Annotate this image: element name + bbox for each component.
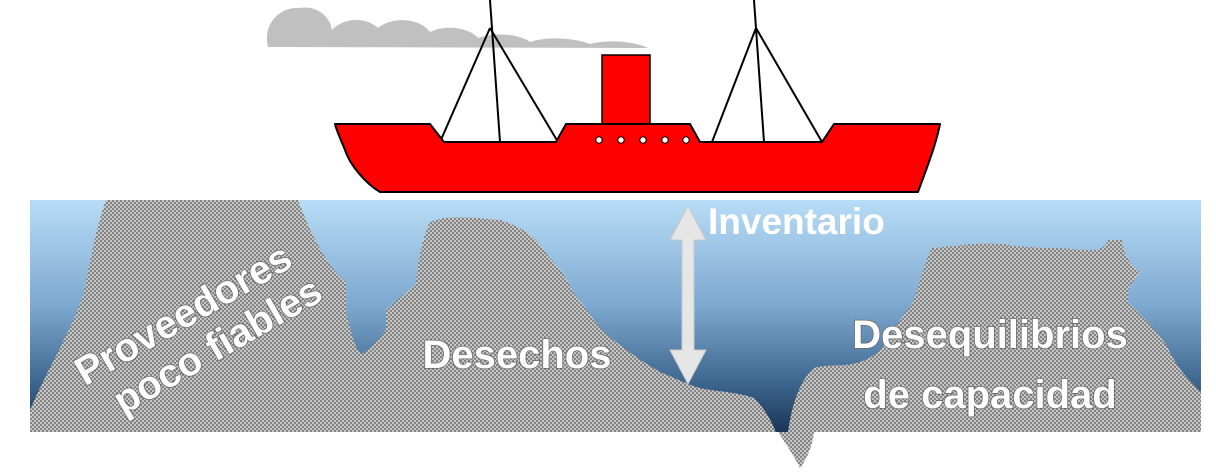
rock-unreliable-suppliers xyxy=(30,200,412,432)
ship-rigging xyxy=(439,0,823,143)
ship-portholes xyxy=(595,136,690,144)
rock-capacity-imbalances xyxy=(788,240,1201,432)
rock-waste xyxy=(386,217,776,432)
ship-hull xyxy=(334,123,941,193)
label-capacity-imbalances-line2: de capacidad xyxy=(863,373,1116,417)
inventory-level-arrow xyxy=(669,204,707,386)
label-capacity-imbalances-line1: Desequilibrios xyxy=(852,313,1128,357)
smoke-cloud xyxy=(266,7,648,48)
label-waste: Desechos xyxy=(423,333,612,377)
rock-bottom-crack xyxy=(778,432,814,468)
label-inventory: Inventario xyxy=(708,201,885,242)
ship-funnel xyxy=(601,54,651,125)
